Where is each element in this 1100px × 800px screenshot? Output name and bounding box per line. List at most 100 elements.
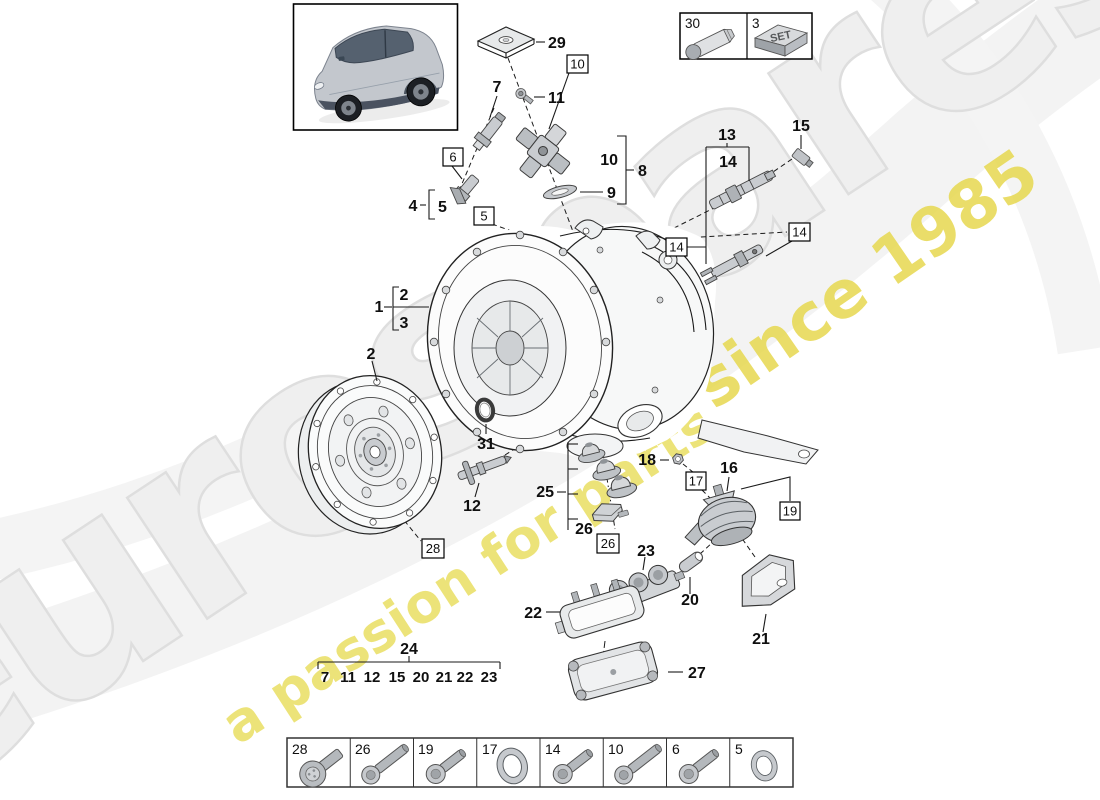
callout-leader-lines <box>371 41 802 673</box>
callout-7: 7 <box>493 79 502 96</box>
legend-24-label: 24 <box>400 641 418 658</box>
transmission-housing <box>426 219 819 465</box>
mount-grommets-25 <box>578 442 638 499</box>
callout-16: 16 <box>720 460 738 477</box>
selector-shaft-14-lower <box>699 244 764 286</box>
fitting-15 <box>791 148 814 168</box>
nut-18 <box>672 453 684 465</box>
boxed-callout-6-text: 6 <box>449 150 456 165</box>
boxed-callout-14-right-text: 14 <box>792 225 806 240</box>
fastener-cell-6: 6 <box>672 741 724 788</box>
fastener-cell-28-label: 28 <box>292 741 308 757</box>
callout-4: 4 <box>409 198 418 215</box>
seal-washer-9 <box>542 184 578 200</box>
callout-9: 9 <box>607 185 616 202</box>
callout-8: 8 <box>638 163 647 180</box>
callout-29: 29 <box>548 35 566 52</box>
callout-15: 15 <box>792 118 810 135</box>
boxed-callout-14-right: 14 <box>788 222 811 242</box>
suv-illustration <box>313 25 450 124</box>
callout-5: 5 <box>438 199 447 216</box>
boxed-callout-10: 10 <box>566 54 589 74</box>
legend-number-20: 20 <box>413 669 430 686</box>
sensor-8-10-assembly <box>515 123 571 179</box>
flange-bolt-bosses <box>429 230 611 454</box>
fastener-cell-17: 17 <box>482 741 532 788</box>
legend-number-21: 21 <box>436 669 453 686</box>
sealant-tube-icon <box>685 28 735 61</box>
kit-item-30-label: 30 <box>685 16 700 31</box>
boxed-callout-17-text: 17 <box>689 474 703 489</box>
boxed-callout-19-text: 19 <box>783 504 797 519</box>
fastener-cell-26: 26 <box>355 738 414 789</box>
vehicle-thumbnail <box>292 3 459 131</box>
boxed-callouts: 10 6 5 14 14 17 19 26 <box>421 54 811 559</box>
clamp-bracket-26 <box>591 503 629 522</box>
callout-20: 20 <box>681 592 699 609</box>
bolt-11 <box>515 88 534 105</box>
gasket-set-box-icon: SET <box>753 24 809 57</box>
boxed-callout-10-text: 10 <box>570 57 584 72</box>
fastener-cell-19: 19 <box>418 741 471 788</box>
boxed-callout-14-left-text: 14 <box>669 240 683 255</box>
callout-23: 23 <box>637 543 655 560</box>
callout-3: 3 <box>400 315 409 332</box>
legend-number-12: 12 <box>364 669 381 686</box>
valve-carrier-plate-22 <box>554 578 645 639</box>
boxed-callout-17: 17 <box>685 471 707 491</box>
kit-item-3-label: 3 <box>752 16 760 31</box>
boxed-callout-28: 28 <box>421 538 445 559</box>
sleeve-20 <box>678 551 704 573</box>
callout-27: 27 <box>688 665 706 682</box>
legend-number-23: 23 <box>481 669 498 686</box>
boxed-callout-6: 6 <box>442 147 464 167</box>
fastener-strip: 28 26 19 17 14 10 6 5 <box>286 737 794 793</box>
callout-labels: 1 2 3 2 4 5 7 8 9 10 11 12 13 14 15 16 1… <box>367 35 810 682</box>
boxed-callout-5-text: 5 <box>480 209 487 224</box>
fastener-cell-6-label: 6 <box>672 741 680 757</box>
mount-bracket-21 <box>741 554 796 607</box>
fastener-cell-5-label: 5 <box>735 741 743 757</box>
legend-24: 24 7 11 12 15 20 21 22 23 <box>317 641 501 686</box>
legend-number-15: 15 <box>389 669 406 686</box>
legend-number-22: 22 <box>457 669 474 686</box>
callout-31: 31 <box>477 436 495 453</box>
callout-2-housing: 2 <box>400 287 409 304</box>
boxed-callout-26: 26 <box>596 533 620 554</box>
fastener-cell-26-label: 26 <box>355 741 371 757</box>
callout-22: 22 <box>524 605 542 622</box>
callout-11: 11 <box>548 90 565 107</box>
callout-10: 10 <box>600 152 618 169</box>
seal-ring-31 <box>474 397 496 423</box>
fastener-cell-17-label: 17 <box>482 741 498 757</box>
fastener-cell-14: 14 <box>545 741 598 788</box>
boxed-callout-28-text: 28 <box>426 541 440 556</box>
legend-number-11: 11 <box>340 669 356 686</box>
legend-number-7: 7 <box>321 669 329 686</box>
fastener-cell-19-label: 19 <box>418 741 434 757</box>
callout-2-flywheel: 2 <box>367 346 376 363</box>
fastener-cell-14-label: 14 <box>545 741 561 757</box>
boxed-callout-5: 5 <box>473 206 495 226</box>
set-box-text: SET <box>769 29 793 45</box>
callout-14: 14 <box>719 154 737 171</box>
callout-26: 26 <box>575 521 593 538</box>
callout-25: 25 <box>536 484 554 501</box>
selector-shaft-14-upper <box>709 169 777 210</box>
sensor-7 <box>472 112 506 152</box>
flywheel <box>297 374 443 535</box>
boxed-callout-19: 19 <box>779 501 801 521</box>
callout-18: 18 <box>638 452 656 469</box>
fastener-cell-5: 5 <box>735 741 781 785</box>
part-29-shim-plate <box>476 26 536 59</box>
engine-mount-16 <box>684 483 757 547</box>
boxed-callout-14-left: 14 <box>665 237 688 257</box>
fastener-cell-10-label: 10 <box>608 741 624 757</box>
callout-21: 21 <box>752 631 770 648</box>
fastener-cell-28: 28 <box>292 741 349 793</box>
boxed-callout-26-text: 26 <box>601 536 615 551</box>
callout-12: 12 <box>463 498 481 515</box>
callout-13: 13 <box>718 127 736 144</box>
